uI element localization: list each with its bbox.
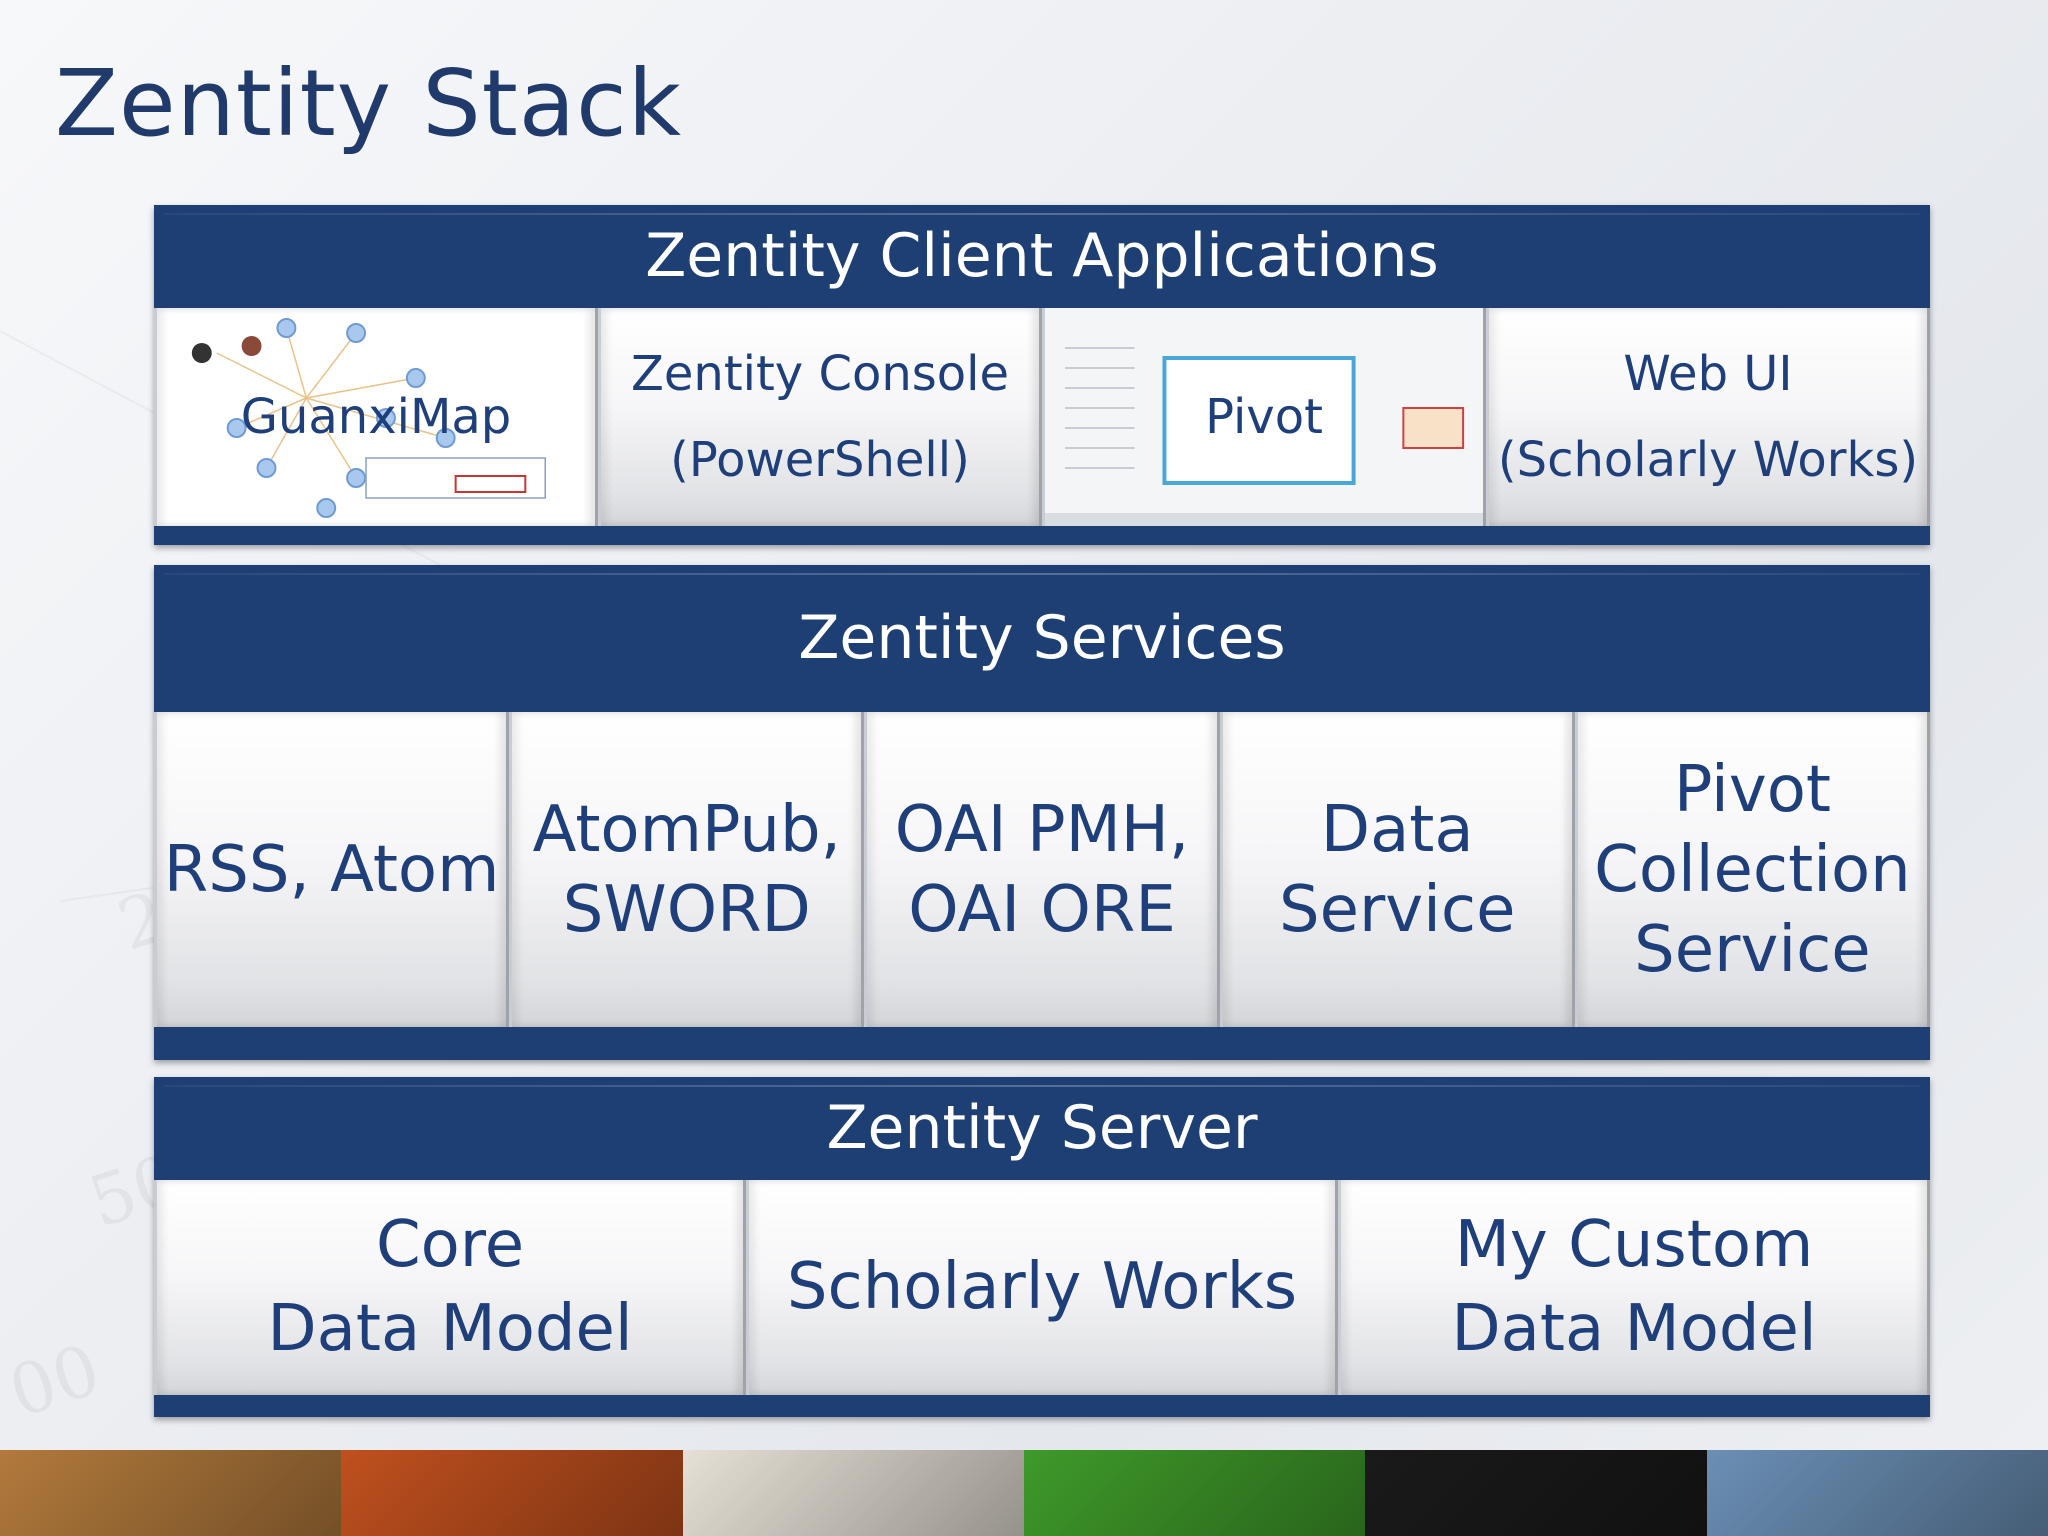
custom-data-model-label: My Custom Data Model — [1451, 1208, 1817, 1366]
core-data-model-cell[interactable]: Core Data Model — [154, 1180, 746, 1395]
client-applications-section: Zentity Client Applications — [154, 205, 1930, 545]
server-row: Core Data Model Scholarly Works My Custo… — [154, 1180, 1930, 1395]
photo-strip-tile — [1365, 1450, 1707, 1536]
slide-title: Zentity Stack — [55, 50, 683, 157]
photo-strip-tile — [1706, 1450, 2048, 1536]
zentity-console-label: Zentity Console (PowerShell) — [630, 345, 1010, 488]
photo-strip-tile — [341, 1450, 683, 1536]
client-applications-header: Zentity Client Applications — [645, 221, 1439, 291]
client-applications-row: GuanxiMap Zentity Console (PowerShell) — [154, 308, 1930, 526]
server-header: Zentity Server — [826, 1093, 1258, 1163]
oai-pmh-ore-cell[interactable]: OAI PMH, OAI ORE — [864, 712, 1220, 1027]
services-row: RSS, Atom AtomPub, SWORD OAI PMH, OAI OR… — [154, 712, 1931, 1027]
web-ui-label: Web UI (Scholarly Works) — [1497, 345, 1919, 488]
web-ui-cell[interactable]: Web UI (Scholarly Works) — [1486, 308, 1930, 526]
pivot-label: Pivot — [1205, 388, 1323, 445]
pivot-thumbnail — [1045, 308, 1483, 526]
scholarly-works-label: Scholarly Works — [786, 1250, 1298, 1325]
services-section: Zentity Services RSS, Atom AtomPub, SWOR… — [154, 565, 1931, 1060]
data-service-label: Data Service — [1278, 792, 1516, 947]
pivot-collection-service-label: Pivot Collection Service — [1594, 752, 1911, 987]
guanximap-label: GuanxiMap — [240, 388, 512, 445]
pivot-collection-service-cell[interactable]: Pivot Collection Service — [1574, 712, 1931, 1027]
core-data-model-label: Core Data Model — [267, 1208, 633, 1366]
oai-pmh-ore-label: OAI PMH, OAI ORE — [894, 792, 1190, 947]
photo-strip-tile — [0, 1450, 342, 1536]
server-section: Zentity Server Core Data Model Scholarly… — [154, 1077, 1930, 1417]
photo-strip-tile — [1023, 1450, 1366, 1536]
guanximap-thumbnail — [157, 308, 595, 526]
photo-strip-tile — [682, 1450, 1024, 1536]
atompub-sword-label: AtomPub, SWORD — [532, 792, 841, 947]
custom-data-model-cell[interactable]: My Custom Data Model — [1338, 1180, 1930, 1395]
decorative-photo-strip — [0, 1450, 2048, 1536]
data-service-cell[interactable]: Data Service — [1219, 712, 1575, 1027]
atompub-sword-cell[interactable]: AtomPub, SWORD — [509, 712, 865, 1027]
guanximap-cell[interactable]: GuanxiMap — [154, 308, 598, 526]
services-header: Zentity Services — [798, 603, 1286, 673]
rss-atom-label: RSS, Atom — [163, 832, 500, 907]
pivot-cell[interactable]: Pivot — [1042, 308, 1486, 526]
scholarly-works-cell[interactable]: Scholarly Works — [746, 1180, 1338, 1395]
zentity-console-cell[interactable]: Zentity Console (PowerShell) — [598, 308, 1042, 526]
rss-atom-cell[interactable]: RSS, Atom — [154, 712, 510, 1027]
